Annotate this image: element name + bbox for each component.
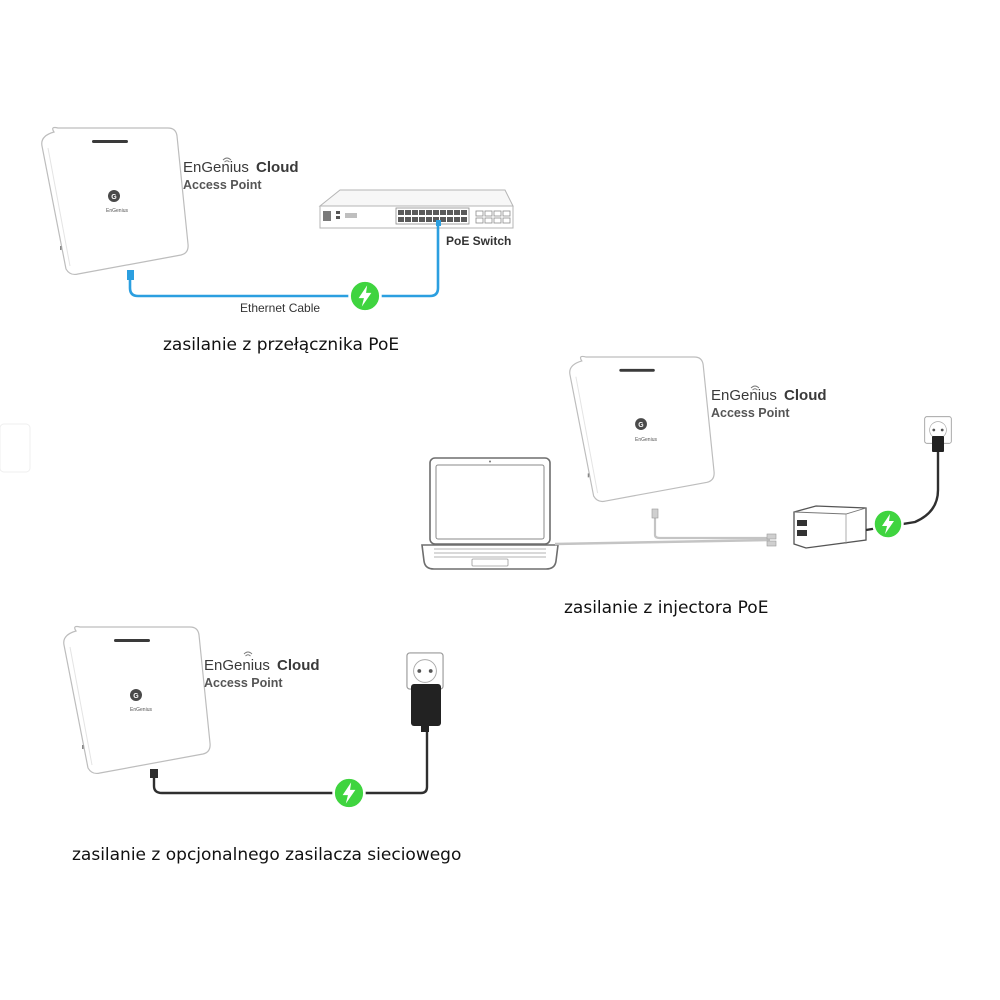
bolt-icon — [348, 279, 382, 313]
ap-logo-text: EnGenius — [635, 437, 657, 443]
scene-poe-switch: EnGenius EnGenius Cloud Access Point — [41, 126, 514, 355]
scene-power-adapter: EnGenius EnGenius Cloud Access Point zas… — [63, 625, 461, 865]
caption-power-adapter: zasilanie z opcjonalnego zasilacza sieci… — [72, 845, 461, 865]
wifi-signal-icon — [750, 385, 760, 391]
poe-switch — [318, 189, 514, 229]
power-plug — [932, 436, 944, 452]
access-point-3 — [63, 625, 211, 775]
wall-socket-icon — [406, 652, 444, 690]
ap-logo-text: EnGenius — [106, 208, 128, 214]
poe-cable — [653, 512, 770, 540]
brand-product: Cloud — [784, 387, 827, 404]
access-point-2 — [569, 355, 715, 503]
wifi-signal-icon — [222, 157, 232, 163]
ethernet-cable-label: Ethernet Cable — [240, 301, 320, 315]
wifi-signal-icon — [243, 651, 253, 657]
power-cable — [152, 732, 429, 795]
access-point-1 — [41, 126, 189, 276]
power-adapter — [411, 684, 441, 726]
bolt-icon — [332, 776, 366, 810]
caption-poe-injector: zasilanie z injectora PoE — [564, 598, 768, 618]
brand-name: EnGenius — [711, 387, 777, 404]
brand-product: Cloud — [277, 657, 320, 674]
poe-switch-label: PoE Switch — [446, 234, 511, 248]
svg-text:EnGenius Cloud: EnGenius Cloud — [204, 657, 320, 674]
edge-panel — [0, 423, 31, 473]
lan-cable — [554, 538, 771, 546]
svg-text:EnGenius Cloud: EnGenius Cloud — [183, 159, 299, 176]
poe-injector — [793, 505, 867, 549]
svg-text:EnGenius Cloud: EnGenius Cloud — [711, 387, 827, 404]
bolt-icon — [872, 508, 904, 540]
laptop-icon — [421, 457, 559, 570]
ethernet-cable — [128, 226, 440, 298]
ap-subtitle: Access Point — [183, 178, 262, 192]
ap-logo-text: EnGenius — [130, 707, 152, 713]
brand-name: EnGenius — [183, 159, 249, 176]
power-cable — [865, 452, 940, 532]
brand-name: EnGenius — [204, 657, 270, 674]
ap-subtitle: Access Point — [204, 676, 283, 690]
brand-product: Cloud — [256, 159, 299, 176]
ap-subtitle: Access Point — [711, 406, 790, 420]
caption-poe-switch: zasilanie z przełącznika PoE — [163, 335, 399, 355]
scene-poe-injector: EnGenius EnGenius Cloud Access Point — [421, 355, 952, 618]
